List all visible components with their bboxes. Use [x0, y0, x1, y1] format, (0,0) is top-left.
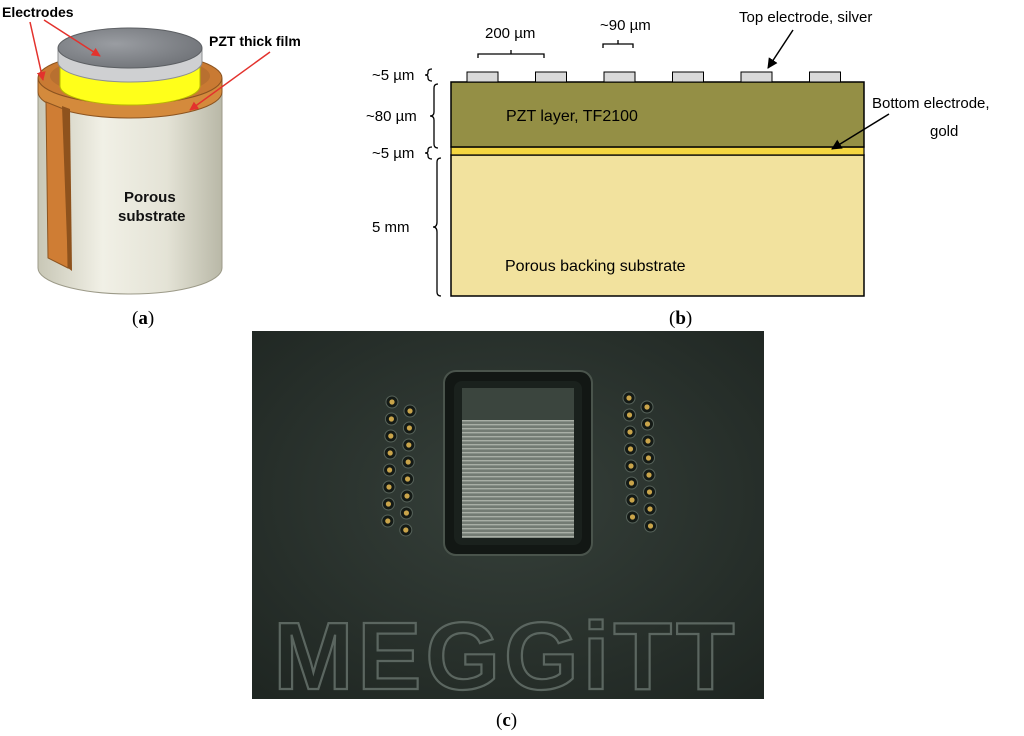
dim-top-electrode: ~5 µm	[372, 67, 414, 84]
dim-width: ~90 µm	[600, 17, 651, 34]
bottom-electrode-callout-line2: gold	[930, 123, 958, 140]
panel-a-cylinder	[37, 27, 223, 295]
top-electrode	[809, 71, 841, 83]
connector-pin-contact	[646, 489, 653, 495]
pzt-layer-label: PZT layer, TF2100	[506, 108, 638, 125]
connector-pin-contact	[387, 467, 393, 473]
connector-pin-contact	[628, 463, 634, 469]
connector-pin-contact	[387, 450, 393, 456]
pzt-film-label: PZT thick film	[209, 33, 301, 49]
top-electrode-callout: Top electrode, silver	[739, 9, 872, 26]
caption-c: (c)	[496, 710, 517, 731]
connector-pin-contact	[644, 421, 651, 427]
connector-pin-contact	[626, 395, 632, 401]
dim-substrate: 5 mm	[372, 219, 410, 236]
top-electrode	[672, 71, 704, 83]
panel-c-photo	[252, 331, 764, 699]
top-electrode	[603, 71, 636, 83]
connector-pin-contact	[645, 438, 651, 444]
connector-pin-contact	[405, 459, 411, 465]
dim-pitch: 200 µm	[485, 25, 535, 42]
connector-pin-contact	[403, 527, 409, 533]
connector-pin-contact	[644, 404, 650, 410]
connector-pin-contact	[406, 425, 412, 431]
caption-b: (b)	[669, 308, 692, 329]
connector-pin-contact	[385, 518, 391, 524]
substrate-label-line2: substrate	[118, 208, 186, 225]
connector-pin-contact	[647, 506, 653, 512]
connector-pin-contact	[385, 501, 391, 507]
connector-pin-contact	[405, 476, 411, 482]
connector-pin-contact	[627, 446, 634, 452]
dim-bottom-electrode: ~5 µm	[372, 145, 414, 162]
connector-pin-contact	[388, 416, 394, 422]
connector-pins-right	[622, 391, 657, 533]
substrate-label-line1: Porous	[124, 189, 176, 206]
connector-pin-contact	[629, 514, 636, 520]
connector-pins-left	[381, 395, 417, 537]
pzt-layer	[450, 81, 865, 148]
top-electrode	[466, 71, 499, 83]
top-electrode	[535, 71, 567, 83]
connector-pin-contact	[626, 412, 633, 418]
top-brackets	[477, 40, 634, 58]
bottom-electrode-callout-line1: Bottom electrode,	[872, 95, 990, 112]
connector-pin-contact	[386, 484, 392, 490]
dimension-brackets	[424, 68, 442, 297]
top-electrode-arrow	[767, 29, 794, 69]
connector-pin-contact	[647, 523, 654, 529]
substrate-layer-label: Porous backing substrate	[505, 258, 686, 275]
connector-pin-contact	[627, 429, 633, 435]
connector-pin-contact	[388, 433, 394, 439]
substrate-layer	[450, 154, 865, 297]
dim-pzt: ~80 µm	[366, 108, 417, 125]
connector-pin-contact	[403, 510, 409, 516]
caption-a: (a)	[132, 308, 154, 329]
connector-pin-contact	[406, 442, 412, 448]
top-electrode	[740, 71, 773, 83]
connector-pin-contact	[645, 455, 652, 461]
panel-b-cross-section	[450, 81, 865, 297]
bottom-electrode-arrow	[831, 113, 890, 150]
connector-pin-contact	[407, 408, 413, 414]
connector-pin-contact	[629, 497, 635, 503]
meggitt-logo: MEGGiTT	[273, 603, 738, 710]
connector-pin-contact	[628, 480, 635, 486]
panel-a-arrows	[29, 19, 271, 111]
top-electrodes	[466, 71, 841, 83]
connector-pin-contact	[646, 472, 652, 478]
connector-pin-contact	[389, 399, 395, 405]
bottom-electrode-layer	[450, 146, 865, 156]
electrodes-label: Electrodes	[2, 4, 74, 20]
connector-pin-contact	[404, 493, 410, 499]
